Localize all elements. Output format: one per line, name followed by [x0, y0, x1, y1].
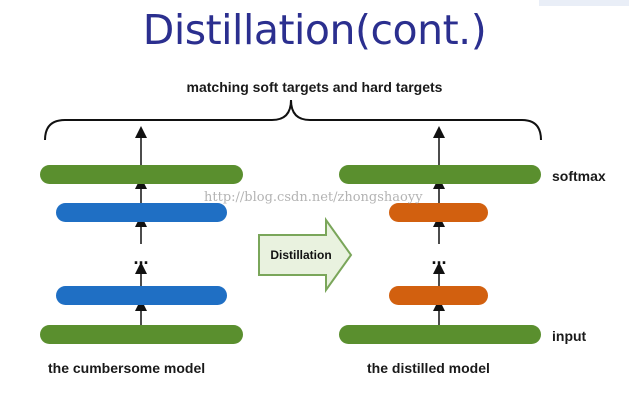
right-ellipsis: ... [431, 248, 446, 268]
input-label: input [552, 328, 587, 344]
left-hidden-layer-bottom [56, 286, 227, 305]
right-input-layer [339, 325, 541, 344]
top-brace [44, 99, 542, 141]
left-softmax-layer [40, 165, 243, 184]
softmax-label: softmax [552, 168, 606, 184]
watermark: http://blog.csdn.net/zhongshaoyy [204, 190, 423, 205]
right-hidden-layer-top [389, 203, 488, 222]
matching-targets-label: matching soft targets and hard targets [186, 79, 443, 95]
cumbersome-model-label: the cumbersome model [48, 360, 206, 376]
distillation-arrow-label: Distillation [270, 248, 331, 262]
slide-title: Distillation(cont.) [142, 6, 487, 54]
distilled-model-label: the distilled model [367, 360, 490, 376]
left-ellipsis: ... [133, 248, 148, 268]
window-corner [539, 0, 629, 6]
left-input-layer [40, 325, 243, 344]
distillation-arrow [258, 216, 353, 294]
right-softmax-layer [339, 165, 541, 184]
left-hidden-layer-top [56, 203, 227, 222]
right-hidden-layer-bottom [389, 286, 488, 305]
